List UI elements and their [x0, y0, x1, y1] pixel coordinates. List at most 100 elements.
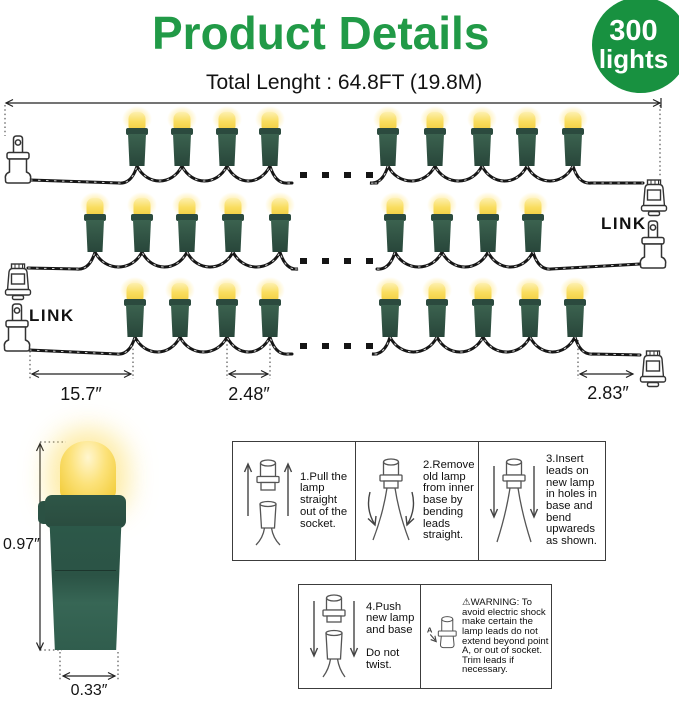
light-bulb — [380, 192, 410, 252]
step-2-text: 2.Remove old lamp from inner base by ben… — [423, 459, 475, 542]
light-bulb — [468, 277, 498, 337]
continuation-dot — [322, 172, 329, 178]
string-lights-diagram: LINK LINK 15.7″ 2.48″ 2.83″ — [3, 98, 668, 404]
total-length-dimension — [4, 98, 662, 178]
light-bulb — [375, 277, 405, 337]
continuation-dot — [344, 343, 351, 349]
badge-count: 300 — [609, 15, 658, 47]
lead-spacing-value: 15.7″ — [60, 384, 102, 404]
light-bulb — [122, 106, 152, 166]
replacement-steps-row-2: 4.Push new lamp and base Do not twist. A… — [298, 584, 552, 689]
step-3-text: 3.Insert leads on new lamp in holes in b… — [546, 453, 597, 548]
bulb-spacing-value: 2.48″ — [228, 384, 270, 404]
light-bulb — [560, 277, 590, 337]
lamp-drawing — [496, 458, 532, 543]
replacement-steps-row-1: 1.Pull the lamp straight out of the sock… — [232, 441, 606, 561]
step-4-text-a: 4.Push new lamp and base — [366, 600, 415, 637]
light-string-row — [4, 106, 668, 217]
wire — [26, 247, 642, 271]
step-1-box: 1.Pull the lamp straight out of the sock… — [232, 441, 356, 561]
light-bulb — [515, 277, 545, 337]
light-bulb — [518, 192, 548, 252]
light-bulb — [165, 277, 195, 337]
big-bulb-glass — [60, 441, 116, 500]
link-label-right: LINK — [601, 214, 647, 233]
continuation-dot — [366, 258, 373, 264]
light-bulb — [265, 192, 295, 252]
step-4-text: 4.Push new lamp and base Do not twist. — [366, 600, 418, 672]
light-string-row — [3, 277, 667, 388]
continuation-dot — [366, 343, 373, 349]
warning-text-block: ⚠WARNING: To avoid electric shock make c… — [462, 598, 549, 675]
light-bulb — [422, 277, 452, 337]
badge-unit: lights — [598, 44, 669, 74]
lamp-drawing — [255, 459, 281, 546]
light-bulb — [120, 277, 150, 337]
step2-illustration — [367, 458, 415, 541]
lamp-drawing — [322, 593, 346, 677]
wire — [28, 161, 645, 185]
light-bulb — [212, 106, 242, 166]
page-title: Product Details — [152, 7, 490, 59]
big-bulb-clip — [38, 501, 48, 524]
warning-text: To avoid electric shock make certain the… — [462, 597, 549, 676]
light-bulb — [218, 192, 248, 252]
light-bulb — [420, 106, 450, 166]
light-bulb — [427, 192, 457, 252]
light-bulb — [172, 192, 202, 252]
total-length-label: Total Lenght : 64.8FT (19.8M) — [206, 71, 483, 94]
warning-title-row: ⚠WARNING: — [462, 597, 519, 608]
step-1-text: 1.Pull the lamp straight out of the sock… — [300, 470, 348, 530]
male-plug — [3, 303, 31, 352]
step-3-box: 3.Insert leads on new lamp in holes in b… — [478, 441, 606, 561]
continuation-dot — [322, 258, 329, 264]
bulb-dimension-annotations — [35, 441, 119, 681]
male-plug — [4, 135, 32, 184]
link-label-left: LINK — [29, 306, 75, 325]
continuation-dot — [344, 258, 351, 264]
light-bulb — [373, 106, 403, 166]
continuation-dot — [322, 343, 329, 349]
bulb-size-detail: 0.97″ 0.33″ — [0, 428, 235, 702]
female-connector — [639, 350, 667, 388]
light-bulb — [473, 192, 503, 252]
light-bulb — [467, 106, 497, 166]
wire — [27, 332, 642, 357]
bend-arrows — [367, 491, 415, 527]
light-bulb — [127, 192, 157, 252]
up-arrows — [243, 462, 293, 516]
point-a-label: A — [427, 625, 433, 634]
light-string-row — [4, 192, 667, 301]
warning-title: WARNING: — [470, 597, 520, 609]
step-4-box: 4.Push new lamp and base Do not twist. — [298, 584, 421, 689]
step4-illustration — [309, 593, 359, 677]
step-2-box: 2.Remove old lamp from inner base by ben… — [355, 441, 479, 561]
light-bulb — [255, 277, 285, 337]
point-a-arrow — [429, 633, 437, 643]
light-bulb — [80, 192, 110, 252]
step-4-text-b: Do not twist. — [366, 646, 400, 671]
end-spacing-value: 2.83″ — [587, 383, 629, 403]
continuation-dot — [300, 343, 307, 349]
bulb-spacing-dimension — [226, 340, 271, 379]
big-bulb-rim — [45, 495, 126, 528]
step3-illustration — [489, 458, 539, 543]
end-spacing-dimension — [577, 340, 635, 379]
lights-count-badge: 300 lights — [592, 0, 679, 93]
continuation-dot — [344, 172, 351, 178]
warning-box: A ⚠WARNING: To avoid electric shock make… — [420, 584, 552, 689]
continuation-dot — [366, 172, 373, 178]
lead-spacing-dimension — [29, 340, 134, 379]
continuation-dot — [300, 172, 307, 178]
step1-illustration — [243, 459, 293, 546]
light-bulb — [212, 277, 242, 337]
light-bulb — [167, 106, 197, 166]
big-bulb-socket — [49, 526, 122, 650]
warning-icon: ⚠ — [462, 597, 471, 609]
light-bulb — [558, 106, 588, 166]
bulb-height-value: 0.97″ — [3, 536, 40, 553]
male-plug — [639, 220, 667, 269]
light-bulb — [512, 106, 542, 166]
warning-illustration: A — [427, 615, 457, 648]
